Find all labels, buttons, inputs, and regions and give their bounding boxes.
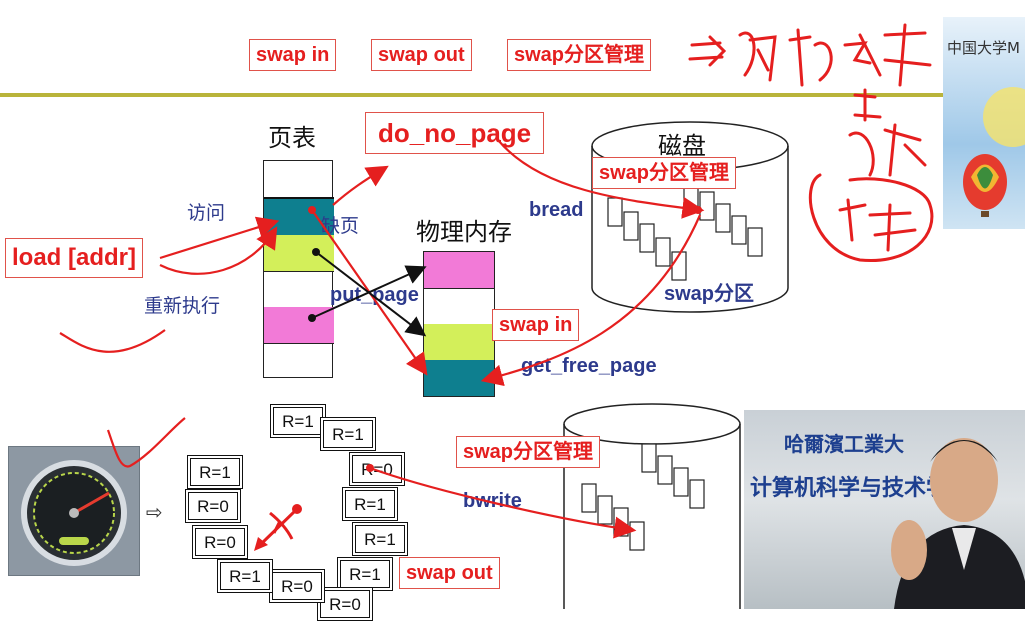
- flow-arrows: [0, 0, 1025, 609]
